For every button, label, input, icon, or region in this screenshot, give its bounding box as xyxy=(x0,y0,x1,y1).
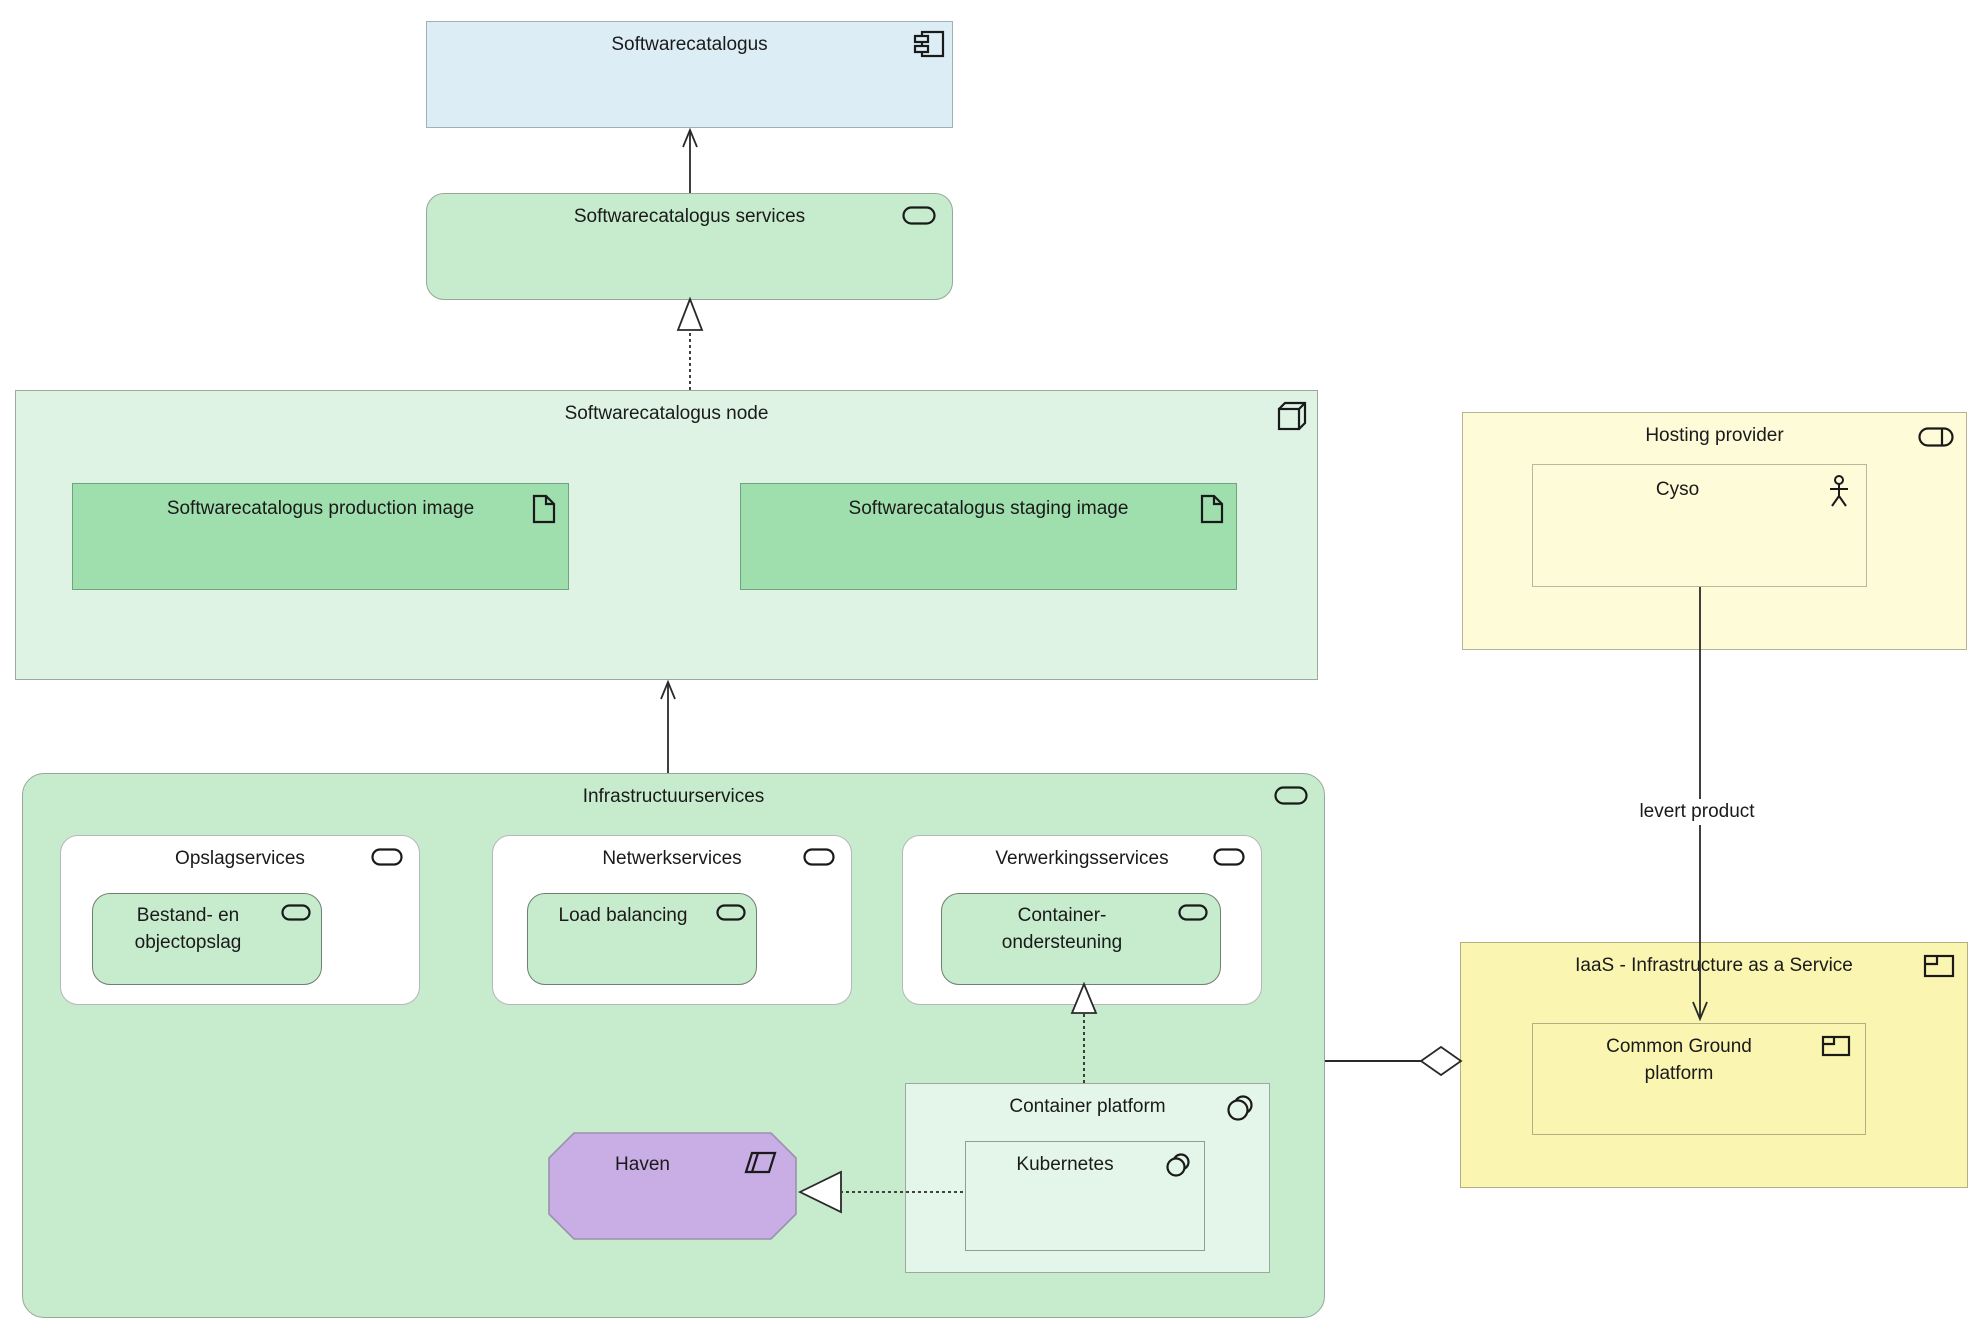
service-icon xyxy=(716,904,746,921)
softwarecatalogus-services-service[interactable]: Softwarecatalogus services xyxy=(426,193,953,300)
serving-connector-services-to-component xyxy=(682,127,698,193)
softwarecatalogus-component[interactable]: Softwarecatalogus xyxy=(426,21,953,128)
kubernetes-label: Kubernetes xyxy=(1016,1154,1114,1175)
bestand-objectopslag-service[interactable]: Bestand- en objectopslag xyxy=(92,893,322,985)
system-software-icon xyxy=(1164,1152,1192,1180)
service-icon xyxy=(803,848,835,866)
common-ground-platform-product[interactable]: Common Ground platform xyxy=(1532,1023,1866,1135)
cyso-label: Cyso xyxy=(1655,479,1700,500)
container-ondersteuning-label: Container- ondersteuning xyxy=(1001,905,1123,953)
service-icon xyxy=(371,848,403,866)
actor-icon xyxy=(1828,475,1850,509)
haven-plateau[interactable]: Haven xyxy=(548,1132,797,1240)
production-image-artifact[interactable]: Softwarecatalogus production image xyxy=(72,483,569,590)
artifact-icon xyxy=(1200,494,1224,524)
service-icon xyxy=(281,904,311,921)
service-icon xyxy=(902,206,936,225)
plateau-icon xyxy=(739,1150,777,1174)
product-icon xyxy=(1923,953,1955,979)
load-balancing-service[interactable]: Load balancing xyxy=(527,893,757,985)
serving-connector-infra-to-node xyxy=(660,679,676,773)
netwerkservices-label: Netwerkservices xyxy=(602,848,742,869)
haven-octagon-shape xyxy=(548,1132,797,1240)
production-image-label: Softwarecatalogus production image xyxy=(166,498,475,519)
component-icon xyxy=(913,29,945,59)
product-icon xyxy=(1821,1034,1851,1058)
opslagservices-label: Opslagservices xyxy=(175,848,305,869)
container-platform-label: Container platform xyxy=(1009,1096,1166,1117)
haven-label: Haven xyxy=(615,1154,670,1175)
realization-connector-node-to-services xyxy=(676,296,704,390)
softwarecatalogus-node-label: Softwarecatalogus node xyxy=(564,403,769,424)
common-ground-platform-label: Common Ground platform xyxy=(1606,1036,1752,1084)
bestand-objectopslag-label: Bestand- en objectopslag xyxy=(134,905,242,953)
infrastructuurservices-label: Infrastructuurservices xyxy=(582,786,765,807)
system-software-icon xyxy=(1225,1094,1255,1124)
levert-product-label: levert product xyxy=(1633,799,1761,825)
softwarecatalogus-label: Softwarecatalogus xyxy=(611,34,768,55)
kubernetes-system-software[interactable]: Kubernetes xyxy=(965,1141,1205,1251)
iaas-label: IaaS - Infrastructure as a Service xyxy=(1575,955,1853,976)
node-icon xyxy=(1277,401,1307,431)
load-balancing-label: Load balancing xyxy=(558,905,688,926)
softwarecatalogus-services-label: Softwarecatalogus services xyxy=(573,206,806,227)
artifact-icon xyxy=(532,494,556,524)
staging-image-label: Softwarecatalogus staging image xyxy=(848,498,1129,519)
service-icon xyxy=(1213,848,1245,866)
verwerkingsservices-label: Verwerkingsservices xyxy=(995,848,1169,869)
cyso-actor[interactable]: Cyso xyxy=(1532,464,1867,587)
service-icon xyxy=(1274,786,1308,805)
service-icon xyxy=(1178,904,1208,921)
container-ondersteuning-service[interactable]: Container- ondersteuning xyxy=(941,893,1221,985)
collaboration-icon xyxy=(1918,427,1954,447)
hosting-provider-label: Hosting provider xyxy=(1645,425,1784,446)
staging-image-artifact[interactable]: Softwarecatalogus staging image xyxy=(740,483,1237,590)
aggregation-connector-iaas-to-infra xyxy=(1325,1045,1463,1077)
